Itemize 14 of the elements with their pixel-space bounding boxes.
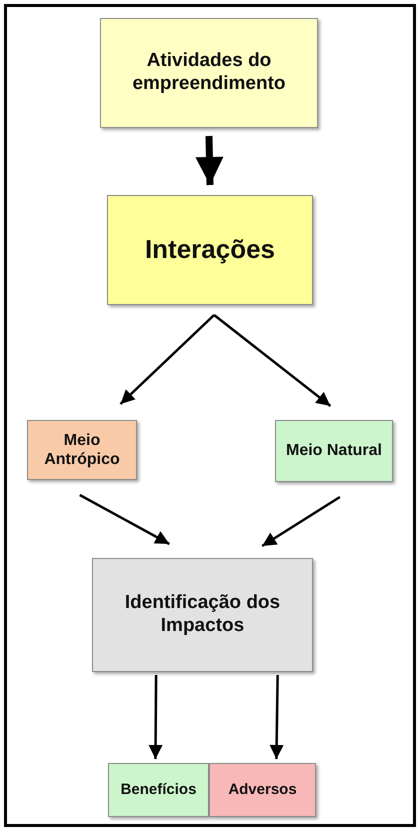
arrow: [148, 675, 163, 759]
arrow: [120, 314, 215, 405]
outcome-box: Benefícios: [108, 763, 209, 817]
interaction-box: Interações: [107, 195, 313, 305]
environment-box: Meio Natural: [275, 420, 393, 482]
arrow: [213, 314, 332, 407]
arrow: [270, 674, 284, 760]
outcome-box: Adversos: [209, 763, 316, 817]
arrow: [262, 496, 341, 548]
identification-box: Identificação dos Impactos: [92, 558, 313, 672]
activity-box: Atividades do empreendimento: [100, 18, 318, 128]
environment-box: Meio Antrópico: [27, 420, 137, 480]
arrow: [195, 136, 224, 186]
arrow: [79, 494, 170, 546]
